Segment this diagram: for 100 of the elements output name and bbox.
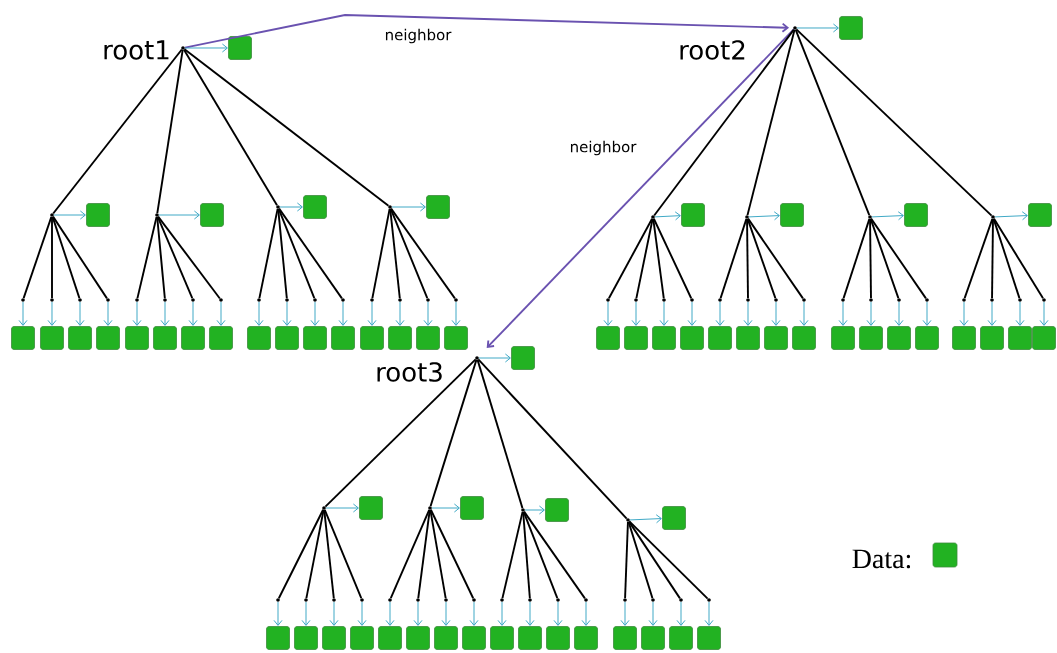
tree-line (746, 28, 796, 217)
tree-line (371, 207, 391, 300)
data-square (680, 326, 704, 350)
arrow (469, 601, 479, 626)
arrow (654, 211, 681, 221)
data-square (662, 506, 686, 530)
tree-line (795, 28, 993, 217)
arrow (959, 301, 969, 326)
data-square (209, 326, 233, 350)
tree-line (389, 208, 401, 299)
data-square (153, 326, 177, 350)
edge-label: neighbor (383, 27, 453, 45)
data-square (86, 203, 110, 227)
tree-line (608, 217, 654, 300)
tree-line (52, 215, 108, 300)
arrow (301, 601, 311, 626)
data-square (904, 203, 928, 227)
tree-line (22, 215, 53, 300)
data-square (596, 326, 620, 350)
data-square (228, 36, 252, 60)
tree-line (277, 207, 316, 300)
data-square (96, 326, 120, 350)
data-square (574, 626, 598, 650)
arrow (497, 601, 507, 626)
root-label: root2 (680, 40, 745, 60)
edge-label: neighbor (568, 139, 638, 157)
arrow (866, 301, 876, 326)
tree-line (156, 49, 184, 215)
data-square (359, 496, 383, 520)
arrow (451, 301, 461, 326)
arrow (1015, 301, 1025, 326)
arrow (216, 301, 226, 326)
arrow (486, 28, 795, 348)
data-square (378, 626, 402, 650)
arrow (715, 301, 725, 326)
tree-line (323, 508, 363, 600)
arrow (648, 601, 658, 626)
arrow (478, 353, 511, 363)
data-square (11, 326, 35, 350)
arrow (838, 301, 848, 326)
data-square (294, 626, 318, 650)
arrow (188, 301, 198, 326)
data-square (681, 203, 705, 227)
tree-line (157, 215, 221, 300)
arrow (325, 503, 359, 513)
arrow (1039, 301, 1049, 326)
data-square (462, 626, 486, 650)
data-square (40, 326, 64, 350)
arrow (524, 505, 545, 515)
tree-line (653, 28, 795, 217)
arrow (103, 301, 113, 326)
tree-line (747, 217, 804, 300)
tree-line (627, 520, 654, 600)
data-square (839, 16, 863, 40)
arrow (423, 301, 433, 326)
tree-line (794, 28, 871, 217)
data-square (980, 326, 1004, 350)
arrow (158, 210, 200, 220)
tree-line (476, 358, 524, 510)
tree-line (156, 216, 166, 299)
data-square (426, 195, 450, 219)
tree-line (635, 217, 654, 300)
arrow (994, 211, 1028, 221)
arrow (799, 301, 809, 326)
arrow (525, 601, 535, 626)
data-square (247, 326, 271, 350)
data-square (780, 203, 804, 227)
arrow (310, 301, 320, 326)
data-square (708, 326, 732, 350)
data-square (952, 326, 976, 350)
data-square (275, 326, 299, 350)
data-square (350, 626, 374, 650)
tree-line (323, 509, 335, 600)
arrow (704, 601, 714, 626)
root-label: root3 (377, 362, 442, 382)
tree-line (870, 217, 927, 300)
tree-line (652, 218, 665, 299)
data-square (444, 326, 468, 350)
arrow (47, 301, 57, 326)
arrow (273, 601, 283, 626)
arrow (132, 301, 142, 326)
tree-line (477, 358, 628, 520)
arrow (395, 301, 405, 326)
tree-line (429, 508, 475, 600)
tree-line (277, 208, 288, 299)
data-square (624, 326, 648, 350)
arrow (357, 601, 367, 626)
tree-line (628, 520, 709, 600)
data-square (200, 203, 224, 227)
tree-line (183, 48, 278, 207)
arrow (603, 301, 613, 326)
tree-line (156, 215, 194, 300)
arrow (254, 301, 264, 326)
tree-line (522, 510, 559, 600)
arrow (329, 601, 339, 626)
arrow (183, 14, 790, 49)
data-square (331, 326, 355, 350)
data-square (1032, 326, 1056, 350)
tree-line (390, 207, 456, 300)
data-square (764, 326, 788, 350)
